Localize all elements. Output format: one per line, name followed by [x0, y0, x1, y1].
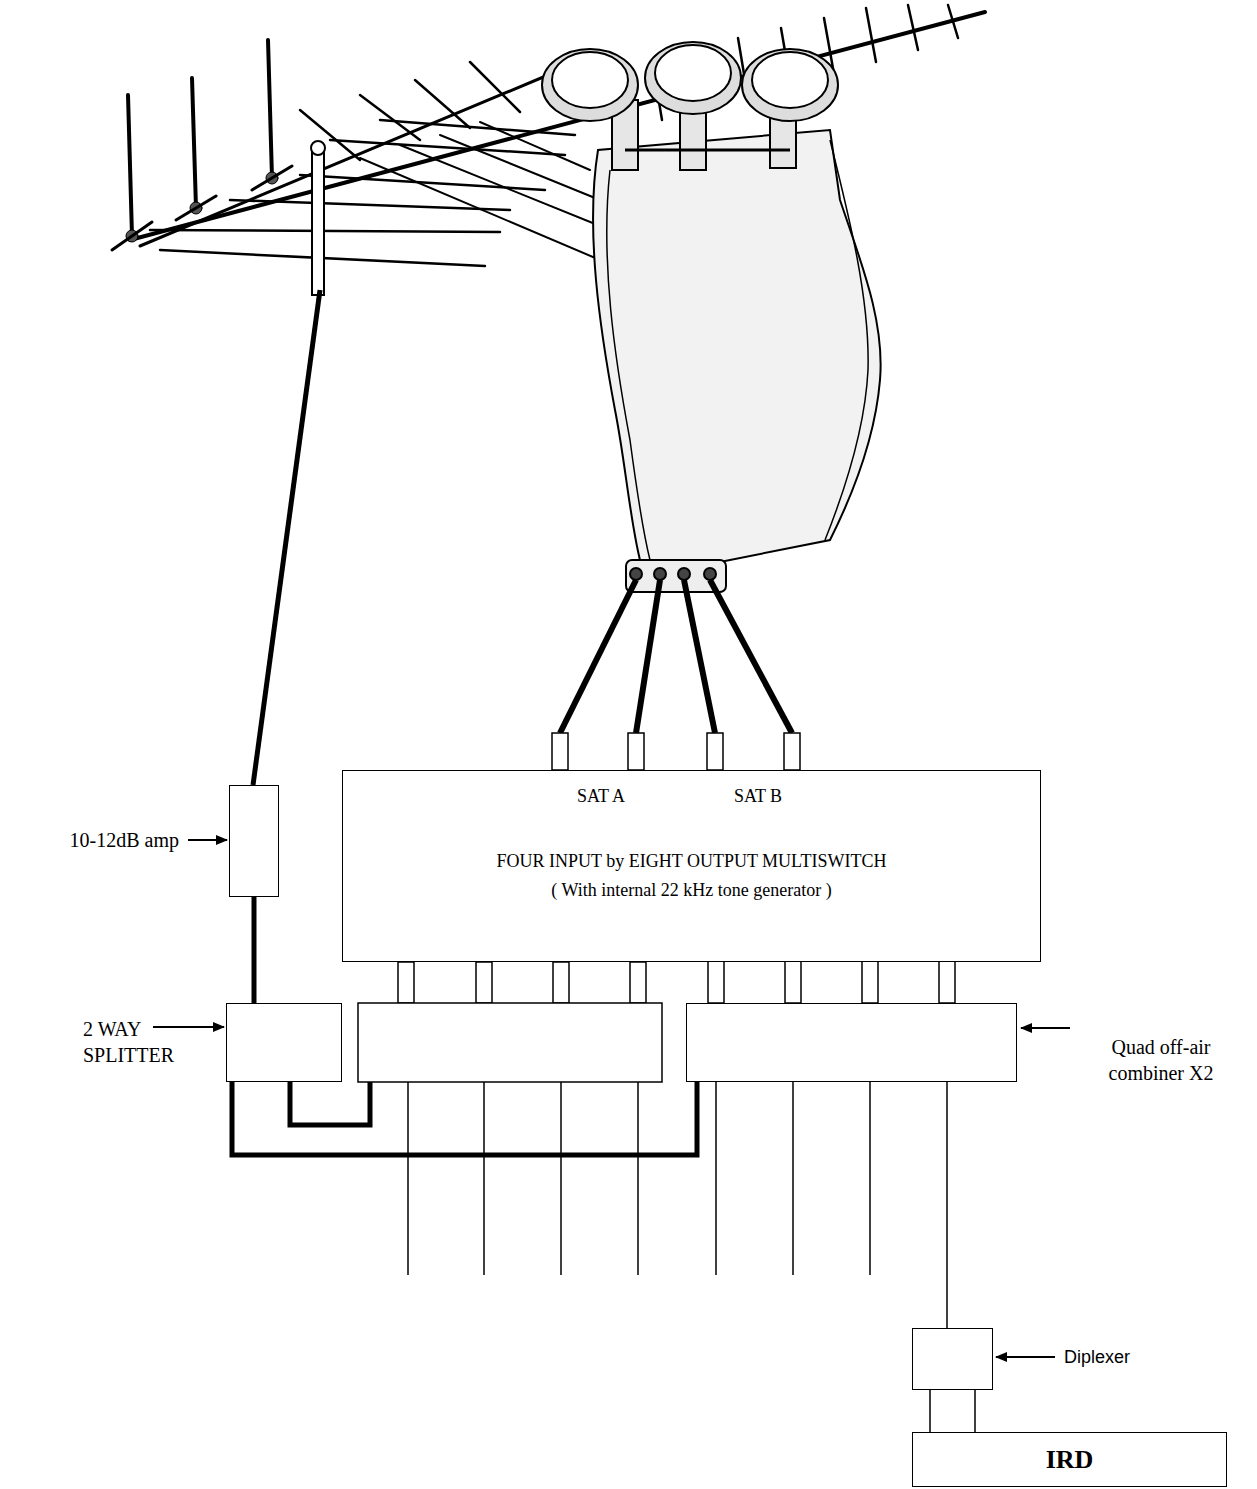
antenna-illustration	[252, 166, 292, 190]
antenna-illustration	[112, 222, 152, 250]
output-ports	[476, 962, 492, 1003]
box-label: ( With internal 22 kHz tone generator )	[343, 880, 1040, 901]
lnb-illustration	[645, 42, 741, 114]
box-label: SAT B	[734, 786, 782, 807]
cable-connector	[252, 897, 257, 1003]
lnb-illustration	[742, 49, 838, 121]
lnb-illustration	[593, 130, 881, 562]
antenna-illustration	[866, 8, 876, 62]
lnb-illustration	[552, 52, 628, 108]
antenna-illustration	[908, 5, 918, 50]
callout-label: 2 WAY SPLITTER	[83, 1016, 193, 1068]
input-ports	[707, 733, 723, 770]
combiner-box	[358, 1003, 662, 1082]
antenna-illustration	[268, 40, 272, 178]
lnb-cables	[710, 580, 792, 733]
lnb-illustration	[655, 45, 731, 101]
antenna-illustration	[130, 12, 985, 240]
box-label: FOUR INPUT by EIGHT OUTPUT MULTISWITCH	[343, 851, 1040, 872]
antenna-illustration	[470, 62, 520, 112]
lnb-cables	[560, 580, 636, 733]
input-ports	[552, 733, 568, 770]
output-ports	[630, 962, 646, 1003]
input-ports	[784, 733, 800, 770]
callout-arrows	[996, 1356, 1055, 1358]
callout-label: Quad off-air combiner X2	[1081, 1034, 1241, 1086]
input-ports	[628, 733, 644, 770]
cable-connector	[708, 962, 955, 1003]
output-ports	[553, 962, 569, 1003]
lnb-illustration	[654, 568, 666, 580]
lnb-illustration	[704, 568, 716, 580]
callout-arrows	[153, 1026, 224, 1028]
antenna-illustration	[360, 158, 600, 260]
antenna-illustration	[230, 200, 510, 210]
drop-cables	[407, 1082, 409, 1275]
callout-label: Diplexer	[1064, 1347, 1130, 1368]
antenna-cable	[253, 290, 320, 785]
output-ports	[398, 962, 414, 1003]
input-ports	[552, 733, 800, 770]
callout-label: 10-12dB amp	[70, 829, 179, 852]
lnb-illustration	[625, 149, 790, 152]
lnb-illustration	[678, 568, 690, 580]
drop-cables	[869, 1082, 871, 1275]
antenna-illustration	[311, 141, 325, 155]
output-ports	[398, 962, 646, 1003]
drop-cables	[792, 1082, 794, 1275]
cable-connector	[232, 1082, 697, 1155]
antenna-illustration	[176, 196, 216, 220]
combiner-box	[358, 1003, 662, 1082]
lnb-illustration	[825, 140, 868, 540]
cable-connector	[930, 1390, 975, 1432]
lnb-illustration	[542, 49, 638, 121]
lnb-illustration	[607, 170, 650, 560]
lnb-illustration	[752, 52, 828, 108]
box-label: SAT A	[577, 786, 625, 807]
drop-cables	[560, 1082, 562, 1275]
callout-arrows	[1021, 1027, 1070, 1029]
drop-cables	[408, 1082, 870, 1275]
splitter-wire	[290, 1082, 370, 1125]
combiner-box: Quad off-air combiner X2	[686, 1003, 1017, 1082]
amplifier-box: 10-12dB amp	[229, 785, 279, 897]
callout-arrows	[188, 839, 227, 841]
cable-connector	[946, 1082, 948, 1328]
lnb-cables	[636, 580, 660, 733]
lnb-cables	[560, 580, 792, 733]
lnb-illustration	[630, 568, 642, 580]
antenna-illustration	[480, 122, 590, 170]
lnb-cables	[684, 580, 715, 733]
drop-cables	[715, 1082, 717, 1275]
antenna-illustration	[440, 135, 600, 200]
antenna-illustration	[300, 110, 360, 160]
antenna-illustration	[312, 145, 324, 295]
antenna-illustration	[415, 80, 470, 128]
antenna-illustration	[128, 95, 132, 236]
diplexer-box: Diplexer	[912, 1328, 993, 1390]
antenna-illustration	[192, 78, 196, 208]
receiver-box: IRD	[912, 1432, 1227, 1487]
splitter-wire	[290, 1082, 370, 1125]
multiswitch-box: SAT A SAT B FOUR INPUT by EIGHT OUTPUT MUL…	[342, 770, 1041, 962]
lnb-illustration	[542, 42, 881, 592]
antenna-illustration	[360, 95, 420, 140]
antenna-cable	[253, 290, 320, 785]
drop-cables	[483, 1082, 485, 1275]
splitter-box: 2 WAY SPLITTER	[226, 1003, 342, 1082]
antenna-illustration	[948, 5, 958, 38]
drop-cables	[637, 1082, 639, 1275]
antenna-illustration	[400, 145, 610, 230]
antenna-illustration	[330, 140, 565, 155]
box-label: IRD	[913, 1445, 1226, 1475]
